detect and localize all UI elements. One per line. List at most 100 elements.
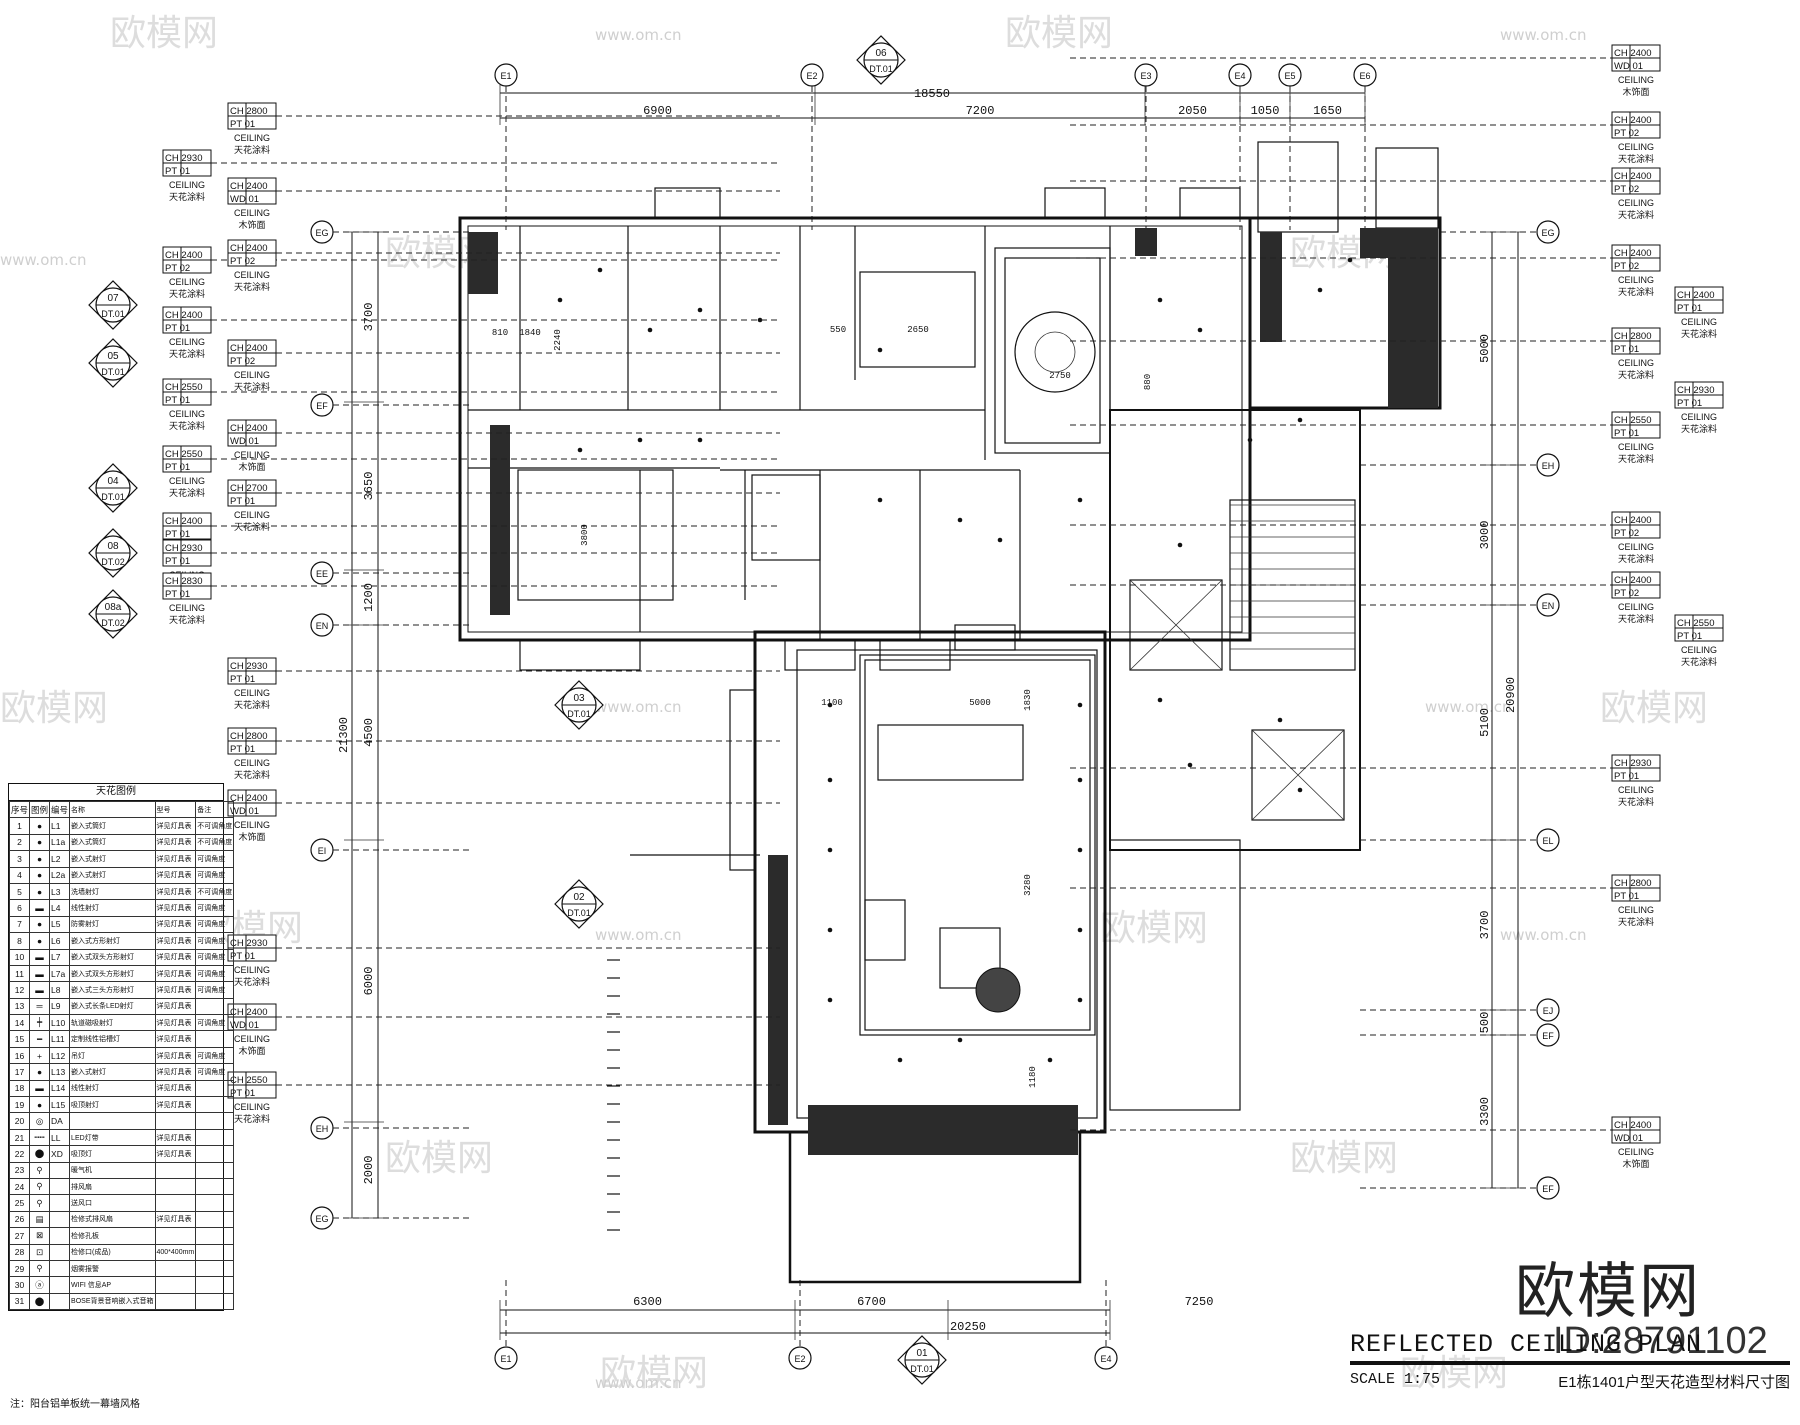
stair-core [1109, 409, 1361, 851]
tag-ceiling-height: CH 2930 [165, 153, 203, 164]
legend-cell: 检修式排风扇 [69, 1210, 156, 1229]
section-number: 03 [573, 693, 585, 704]
window-bottom [879, 639, 951, 671]
legend-cell: 线性射灯 [69, 899, 156, 917]
legend-cell: 详见灯具表 [154, 964, 197, 983]
living-round-rug [975, 967, 1021, 1013]
tag-label: CEILING [1618, 785, 1654, 795]
grid-bubble-right [1536, 998, 1560, 1022]
ceiling-light [637, 437, 643, 443]
legend-cell: ▬ [29, 899, 51, 917]
elevator-2 [1251, 729, 1345, 821]
legend-cell: ▬ [29, 948, 51, 966]
legend-cell: ⓐ [29, 1276, 51, 1294]
legend-cell [154, 1112, 197, 1130]
tag-ceiling-height: CH 2550 [165, 449, 203, 460]
ceiling-light [1187, 762, 1193, 768]
tag-label: CEILING [1618, 198, 1654, 208]
legend-cell: 详见灯具表 [154, 1096, 197, 1114]
tag-label-cn: 木饰面 [238, 219, 265, 230]
legend-cell: 详见灯具表 [154, 997, 197, 1016]
tag-label: CEILING [234, 1034, 270, 1044]
wall-hatch [768, 855, 788, 1125]
tag-ceiling-height: CH 2400 [165, 310, 203, 321]
legend-cell: 22 [8, 1145, 31, 1163]
legend-cell: BOSE背景音响嵌入式音箱 [69, 1292, 156, 1311]
grid-bubble-right-label: EF [1542, 1031, 1554, 1041]
tag-material: PT 01 [1614, 771, 1639, 782]
ceiling-light [827, 997, 833, 1003]
room-dimension: 5000 [969, 698, 991, 708]
room-dimension: 2240 [553, 329, 563, 351]
legend-cell: ▤ [29, 1210, 51, 1229]
legend-cell: 洗墙射灯 [69, 882, 156, 901]
tag-material: PT 01 [230, 951, 255, 962]
grid-bubble-top-label: E1 [500, 71, 511, 81]
grid-bubble-left-label: EH [316, 1124, 329, 1134]
drawing-scale: SCALE 1:75 [1350, 1371, 1441, 1388]
floor-plan [458, 141, 1442, 1284]
legend-cell [49, 1210, 71, 1229]
drawing-title: REFLECTED CEILING PLAN [1350, 1330, 1790, 1365]
legend-cell [154, 1276, 197, 1294]
living-coffee-table [939, 927, 1001, 989]
ceiling-light [577, 447, 583, 453]
elevator-1 [1129, 579, 1223, 671]
tag-material: PT 02 [1614, 261, 1639, 272]
legend-cell: 3 [8, 850, 31, 868]
legend-cell: ⚲ [29, 1259, 51, 1278]
tag-ceiling-height: CH 2400 [230, 793, 268, 804]
legend-cell: L12 [49, 1046, 71, 1065]
legend-cell: ┅┅ [29, 1128, 51, 1147]
tag-label: CEILING [234, 510, 270, 520]
tag-material: PT 01 [230, 119, 255, 130]
legend-cell [49, 1161, 71, 1179]
tag-material: PT 01 [230, 744, 255, 755]
tag-material: WD 01 [230, 806, 259, 817]
ceiling-light [1197, 327, 1203, 333]
legend-cell: ● [29, 817, 51, 835]
tag-ceiling-height: CH 2930 [1614, 758, 1652, 769]
ceiling-light [1077, 847, 1083, 853]
section-number: 04 [107, 476, 119, 487]
tag-label: CEILING [1618, 1147, 1654, 1157]
legend-cell: 可调角度 [195, 1014, 235, 1032]
tag-ceiling-height: CH 2800 [1614, 331, 1652, 342]
legend-cell [154, 1259, 197, 1278]
watermark-url: www.om.cn [595, 698, 682, 716]
tag-ceiling-height: CH 2400 [230, 181, 268, 192]
legend-cell: 27 [8, 1227, 31, 1245]
tag-label-cn: 天花涂料 [169, 420, 205, 431]
tag-label-cn: 天花涂料 [1618, 209, 1654, 220]
dim-bottom-total: 20250 [950, 1320, 986, 1334]
tag-material: PT 01 [1614, 428, 1639, 439]
room-dimension: 1180 [1028, 1066, 1038, 1088]
legend-cell: L14 [49, 1079, 71, 1098]
window-top [654, 187, 721, 219]
legend-cell: 轨道磁吸射灯 [69, 1014, 156, 1032]
tag-material: PT 01 [1677, 398, 1702, 409]
tag-material: WD 01 [230, 436, 259, 447]
ceiling-light [597, 267, 603, 273]
legend-cell: ● [29, 866, 51, 884]
room-dimension: 3280 [1023, 874, 1033, 896]
room-dimension: 2750 [1049, 371, 1071, 381]
dim-left-segment: 4500 [362, 718, 376, 747]
legend-cell: L8 [49, 981, 71, 999]
tag-material: PT 02 [1614, 528, 1639, 539]
legend-cell: 可调角度 [195, 899, 235, 917]
section-ref: DT.02 [101, 557, 125, 567]
tag-material: PT 01 [230, 496, 255, 507]
corridor-right [1109, 839, 1241, 1111]
legend-cell: 详见灯具表 [154, 1030, 197, 1048]
ceiling-recess-master [517, 469, 674, 601]
tag-material: PT 01 [165, 529, 190, 540]
